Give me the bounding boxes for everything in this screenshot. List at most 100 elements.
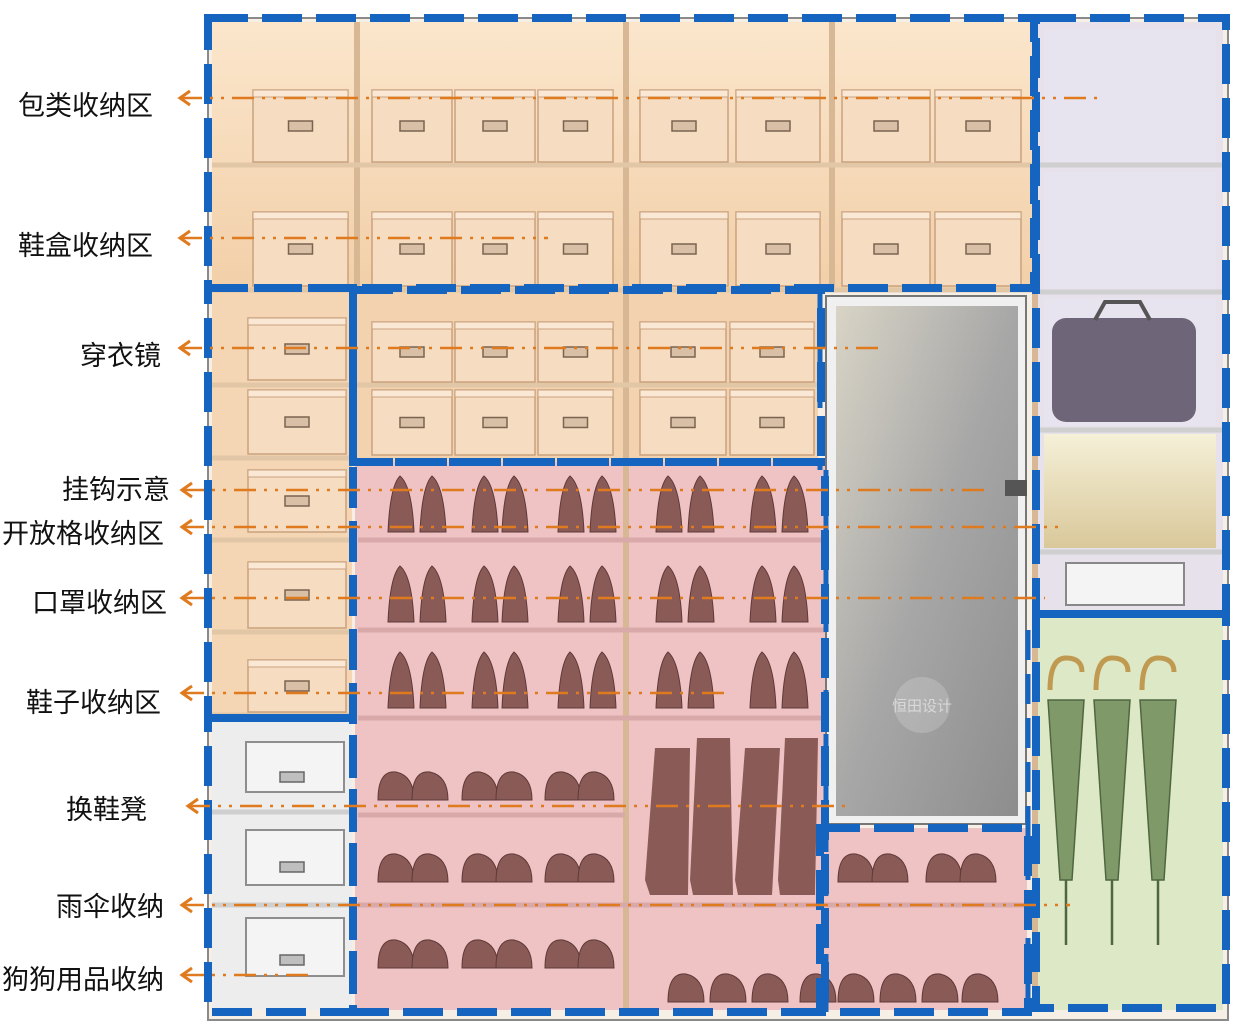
flat-shoe-icon [961,973,999,1003]
high-heel-icon [749,565,777,623]
high-heel-icon [471,475,499,533]
high-heel-icon [589,565,617,623]
zone-border-dog [204,714,357,1016]
storage-box-icon [639,389,727,456]
flat-shoe-icon [871,853,909,883]
flat-shoe-icon [411,939,449,969]
storage-box-icon [252,89,349,163]
flat-shoe-icon [577,853,615,883]
dog-bins [245,741,345,977]
leader-arrow [179,684,193,702]
flat-shoe-icon [411,771,449,801]
umbrella-icon [1093,655,1131,945]
storage-box-icon [454,389,536,456]
label-mirror: 穿衣镜 [80,341,161,372]
storage-box-icon [729,321,815,383]
leader-arrow [177,339,191,357]
storage-box-icon [735,211,821,287]
storage-box-icon [454,89,536,163]
label-shoe-storage: 鞋子收纳区 [26,688,161,719]
mirror-glass [836,306,1018,816]
flat-shoe-icon [495,939,533,969]
storage-box-icon [639,89,729,163]
storage-box-icon [841,89,931,163]
watermark-text: 恒田设计 [892,697,952,715]
label-umbrella-storage: 雨伞收纳 [56,892,164,923]
open-shelf-light [1044,434,1216,548]
flat-shoe-icon [837,973,875,1003]
flat-shoe-icon [577,771,615,801]
storage-box-icon [729,389,815,456]
high-heel-icon [781,651,809,709]
flat-shoe-icon [751,973,789,1003]
leader-lines [177,89,1105,984]
storage-box-icon [537,89,614,163]
flat-shoe-icon [667,973,705,1003]
handbag-icon [1052,318,1196,422]
storage-box-icon [639,321,727,383]
flat-shoe-icon [577,939,615,969]
high-heel-icon [749,651,777,709]
high-heel-icon [687,565,715,623]
storage-box-icon [247,469,347,533]
label-shoebox-storage: 鞋盒收纳区 [18,231,153,262]
label-bag-storage: 包类收纳区 [18,91,153,122]
storage-box-icon [247,389,347,455]
umbrellas-group [1047,655,1177,945]
leader-arrow [179,481,193,499]
leader-arrow [185,797,199,815]
label-open-shelf: 开放格收纳区 [2,519,164,550]
flat-shoe-icon [411,853,449,883]
leader-arrow [177,89,191,107]
storage-box-icon [735,89,821,163]
mask-drawer [1065,562,1185,606]
label-shoe-bench: 换鞋凳 [66,795,147,826]
label-mask-storage: 口罩收纳区 [32,588,167,619]
label-dog-supplies: 狗狗用品收纳 [2,965,164,996]
storage-box-icon [934,211,1022,287]
umbrella-icon [1139,655,1177,945]
zone-border-shoes [349,458,829,1016]
leader-arrow [179,589,193,607]
storage-boxes [247,89,1022,713]
storage-box-icon [934,89,1022,163]
flat-shoe-icon [709,973,747,1003]
boot-icon [645,738,818,895]
high-heel-icon [419,475,447,533]
zone-border-top [204,14,1038,292]
zone-border-right-top [1032,14,1230,618]
storage-box-icon [454,321,536,383]
storage-box-icon [537,389,614,456]
shoes-group [377,475,999,1003]
high-heel-icon [781,475,809,533]
watermark-seal [894,677,950,733]
storage-box-icon [252,211,349,287]
storage-box-icon [371,389,453,456]
storage-box-icon [537,321,614,383]
storage-box-icon [371,89,453,163]
leader-arrow [179,966,193,984]
storage-box-icon [371,321,453,383]
zone-border-umbrella [1032,610,1230,1012]
flat-shoe-icon [921,973,959,1003]
storage-box-icon [247,659,347,713]
flat-shoe-icon [495,771,533,801]
storage-box-icon [639,211,729,287]
umbrella-icon [1047,655,1085,945]
label-hook: 挂钩示意 [62,475,170,506]
storage-box-icon [247,561,347,629]
labels-column: 包类收纳区 鞋盒收纳区 穿衣镜 挂钩示意 开放格收纳区 口罩收纳区 鞋子收纳区 … [0,0,200,1035]
storage-box-icon [371,211,453,287]
mirror-handle-icon [1005,480,1027,496]
leader-arrow [177,229,191,247]
leader-arrow [179,896,193,914]
storage-box-icon [537,211,614,287]
storage-box-icon [841,211,931,287]
flat-shoe-icon [959,853,997,883]
shoe-zone [355,462,825,1010]
storage-box-icon [454,211,536,287]
leader-arrow [179,518,193,536]
flat-shoe-icon [879,973,917,1003]
flat-shoe-icon [495,853,533,883]
